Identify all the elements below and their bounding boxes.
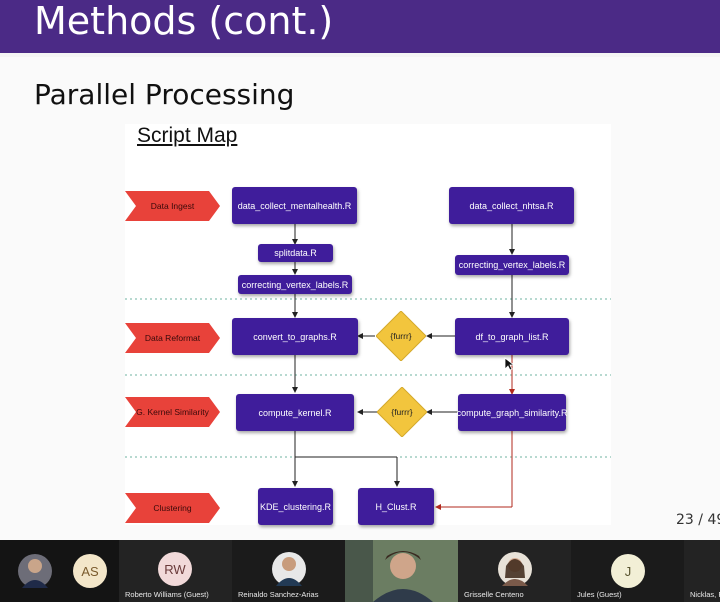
node-kde-clustering: KDE_clustering.R bbox=[258, 488, 333, 525]
participant-initials-avatar: J bbox=[611, 554, 645, 588]
participant-photo-avatar bbox=[498, 552, 532, 586]
participant-name: Nicklas, P bbox=[690, 590, 720, 599]
participant-tile[interactable]: J Jules (Guest) bbox=[571, 540, 684, 602]
node-correcting-vertex-labels-left: correcting_vertex_labels.R bbox=[238, 275, 352, 294]
node-df-to-graph-list: df_to_graph_list.R bbox=[455, 318, 569, 355]
participant-tile[interactable]: AS bbox=[0, 540, 119, 602]
slide-title: Methods (cont.) bbox=[34, 0, 334, 43]
decision-furrr-top: {furrr} bbox=[376, 311, 426, 361]
node-correcting-vertex-labels-right: correcting_vertex_labels.R bbox=[455, 255, 569, 275]
slide-subtitle: Parallel Processing bbox=[34, 78, 295, 111]
node-compute-kernel: compute_kernel.R bbox=[236, 394, 354, 431]
participant-video-feed bbox=[345, 540, 458, 602]
participant-tile[interactable]: Grisselle Centeno bbox=[458, 540, 571, 602]
node-convert-to-graphs: convert_to_graphs.R bbox=[232, 318, 358, 355]
participant-name: Reinaldo Sanchez-Arias bbox=[238, 590, 319, 599]
participant-photo-avatar bbox=[18, 554, 52, 588]
diagram-connectors bbox=[125, 224, 611, 510]
slide-header: Methods (cont.) bbox=[0, 0, 720, 53]
diagram-heading: Script Map bbox=[137, 124, 238, 147]
page-number: 23 / 49 bbox=[676, 512, 720, 528]
node-h-clust: H_Clust.R bbox=[358, 488, 434, 525]
stage-data-ingest: Data Ingest bbox=[125, 191, 220, 221]
stage-kernel-similarity: G. Kernel Similarity bbox=[125, 397, 220, 427]
participant-strip: AS RW Roberto Williams (Guest) Reinaldo … bbox=[0, 540, 720, 602]
stage-clustering: Clustering bbox=[125, 493, 220, 523]
node-data-collect-mentalhealth: data_collect_mentalhealth.R bbox=[232, 187, 357, 224]
participant-photo-avatar bbox=[272, 552, 306, 586]
node-compute-graph-similarity: compute_graph_similarity.R bbox=[457, 394, 567, 431]
participant-initials-avatar: AS bbox=[73, 554, 107, 588]
participant-tile[interactable]: RW Roberto Williams (Guest) bbox=[119, 540, 232, 602]
mouse-cursor-icon bbox=[504, 357, 514, 371]
participant-video-tile[interactable] bbox=[345, 540, 458, 602]
node-splitdata: splitdata.R bbox=[258, 244, 333, 262]
participant-name: Grisselle Centeno bbox=[464, 590, 524, 599]
participant-name: Roberto Williams (Guest) bbox=[125, 590, 209, 599]
stage-data-reformat: Data Reformat bbox=[125, 323, 220, 353]
script-map-diagram: Script Map bbox=[125, 124, 611, 525]
participant-initials-avatar: RW bbox=[158, 552, 192, 586]
participant-name: Jules (Guest) bbox=[577, 590, 622, 599]
node-data-collect-nhtsa: data_collect_nhtsa.R bbox=[449, 187, 574, 224]
participant-tile[interactable]: Reinaldo Sanchez-Arias bbox=[232, 540, 345, 602]
participant-tile[interactable]: Nicklas, P bbox=[684, 540, 720, 602]
decision-furrr-bottom: {furrr} bbox=[377, 387, 427, 437]
